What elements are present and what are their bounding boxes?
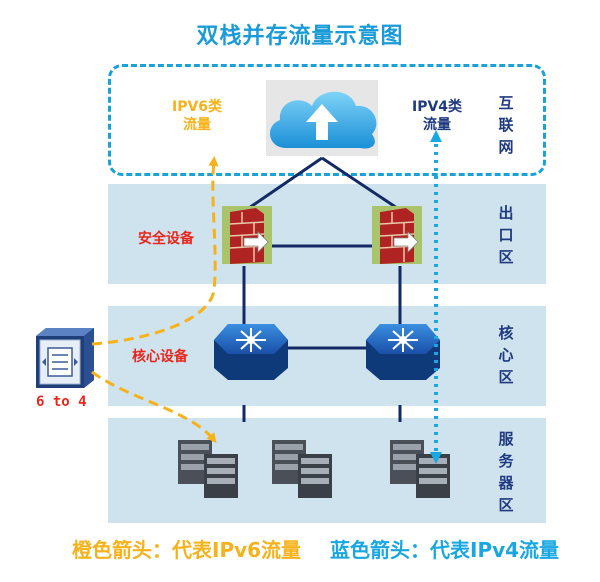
ipv6-traffic-label: IPV6类 流量 bbox=[172, 98, 222, 134]
internet-zone-label: 互联网 bbox=[498, 94, 514, 156]
legend-ipv4: 蓝色箭头：代表IPv4流量 bbox=[330, 538, 560, 562]
server-rack-icon bbox=[272, 440, 332, 498]
protocol-converter-icon bbox=[36, 328, 94, 388]
egress-zone bbox=[108, 184, 546, 284]
cloud-upload-icon bbox=[266, 80, 378, 156]
core-switch-icon bbox=[214, 324, 288, 380]
server-rack-icon bbox=[390, 440, 450, 498]
ipv6-traffic-arrow-up bbox=[91, 156, 219, 346]
ipv6-traffic-label-line2: 流量 bbox=[183, 117, 212, 133]
legend-ipv6: 橙色箭头：代表IPv6流量 bbox=[72, 538, 302, 562]
ipv4-traffic-label-line1: IPV4类 bbox=[412, 99, 463, 115]
ipv6-traffic-label-line1: IPV6类 bbox=[172, 99, 223, 115]
ipv6-traffic-arrow-down bbox=[91, 370, 217, 444]
diagram-title: 双栈并存流量示意图 bbox=[196, 24, 404, 49]
core-switch-icon bbox=[366, 324, 440, 380]
firewall-icon bbox=[372, 206, 422, 264]
core-zone-label: 核心区 bbox=[498, 324, 514, 386]
server-zone-label: 服务器区 bbox=[498, 430, 514, 514]
network-links bbox=[242, 156, 402, 422]
converter-label: 6 to 4 bbox=[36, 394, 87, 410]
ipv4-traffic-label: IPV4类 流量 bbox=[412, 98, 462, 134]
core-zone bbox=[108, 306, 546, 406]
core-device-label: 核心设备 bbox=[132, 349, 188, 365]
security-device-label: 安全设备 bbox=[138, 231, 194, 247]
ipv4-traffic-label-line2: 流量 bbox=[423, 117, 452, 133]
egress-zone-label: 出口区 bbox=[498, 204, 514, 266]
firewall-icon bbox=[222, 206, 272, 264]
server-rack-icon bbox=[178, 440, 238, 498]
link-cloud-fw-right bbox=[321, 156, 401, 212]
link-cloud-fw-left bbox=[245, 156, 323, 212]
